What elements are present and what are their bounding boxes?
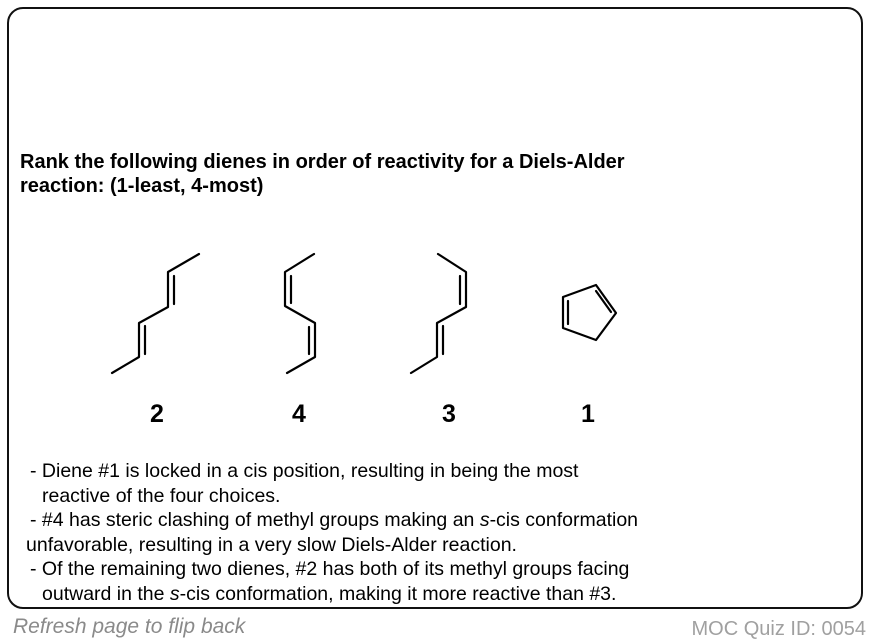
question-line-2: reaction: (1-least, 4-most) bbox=[20, 175, 264, 197]
explanation-line-2: reactive of the four choices. bbox=[42, 484, 281, 507]
structures-drawing bbox=[110, 252, 618, 375]
explanation-line-3: - #4 has steric clashing of methyl group… bbox=[30, 508, 750, 533]
explanation-line-4: unfavorable, resulting in a very slow Di… bbox=[26, 533, 517, 556]
answer-explanation: - Diene #1 is locked in a cis position, … bbox=[26, 459, 750, 607]
explanation-line-6: outward in the s-cis conformation, makin… bbox=[30, 582, 750, 607]
question-line-1: Rank the following dienes in order of re… bbox=[20, 151, 625, 173]
explanation-line-6-end: -cis conformation, making it more reacti… bbox=[179, 582, 617, 605]
diene-2-structure bbox=[110, 252, 201, 375]
diene-1-structure bbox=[561, 283, 618, 342]
question-text: Rank the following dienes in order of re… bbox=[20, 150, 780, 198]
rank-label-diene-4: 4 bbox=[292, 400, 306, 428]
explanation-line-6-italic: s bbox=[169, 582, 180, 605]
flashcard[interactable] bbox=[7, 7, 863, 609]
explanation-line-3-end: -cis conformation bbox=[489, 509, 639, 531]
explanation-line-6-start: outward in the bbox=[42, 582, 170, 605]
explanation-line-3-italic: s bbox=[479, 509, 490, 531]
refresh-hint: Refresh page to flip back bbox=[13, 615, 246, 638]
diene-3-structure bbox=[409, 252, 468, 375]
explanation-line-1: - Diene #1 is locked in a cis position, … bbox=[30, 460, 579, 482]
explanation-line-3-start: - #4 has steric clashing of methyl group… bbox=[30, 509, 480, 531]
explanation-line-5: - Of the remaining two dienes, #2 has bo… bbox=[30, 558, 630, 580]
quiz-id: MOC Quiz ID: 0054 bbox=[691, 618, 866, 640]
rank-label-diene-2: 2 bbox=[150, 400, 164, 428]
diene-4-structure bbox=[283, 252, 317, 375]
rank-label-diene-3: 3 bbox=[442, 400, 456, 428]
diene-structures bbox=[0, 230, 874, 440]
rank-label-diene-1: 1 bbox=[581, 400, 595, 428]
